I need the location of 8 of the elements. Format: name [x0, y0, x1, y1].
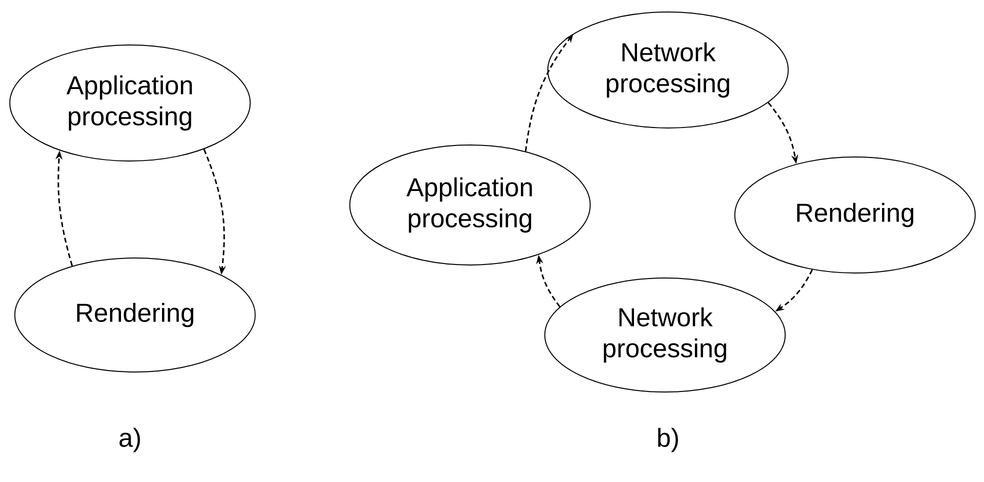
panel-label: a) — [120, 428, 140, 452]
ellipse-node: Rendering — [734, 156, 976, 274]
ellipse-node: Rendering — [14, 258, 256, 372]
ellipse-node: Application processing — [9, 44, 251, 162]
ellipse-node: Network processing — [547, 12, 789, 128]
ellipse-node: Application processing — [349, 144, 591, 266]
ellipse-node: Network processing — [544, 278, 786, 392]
panel-label: b) — [658, 428, 678, 452]
